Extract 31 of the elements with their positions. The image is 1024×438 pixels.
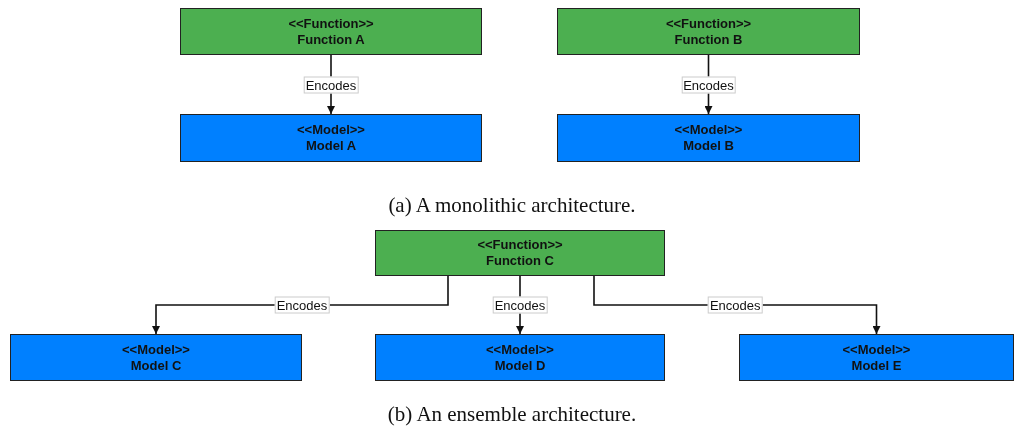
function-box xyxy=(180,8,482,55)
model-box xyxy=(739,334,1014,381)
stereotype-text: <<Model>> xyxy=(842,341,911,358)
function-box xyxy=(375,230,665,276)
edge-label: Encodes xyxy=(707,296,763,314)
name-text: Model D xyxy=(494,357,546,374)
function-box xyxy=(557,8,860,55)
stereotype-text: <<Model>> xyxy=(122,341,190,358)
name-text: Function A xyxy=(297,31,365,48)
stereotype-text: <<Model>> xyxy=(674,122,743,138)
edge-label: Encodes xyxy=(303,76,359,94)
stereotype-text: <<Model>> xyxy=(486,341,554,358)
model-box xyxy=(375,334,665,381)
name-text: Model E xyxy=(851,357,902,374)
stereotype-text: <<Model>> xyxy=(297,122,365,138)
model-box xyxy=(180,114,482,162)
stereotype-text: <<Function>> xyxy=(288,15,374,32)
name-text: Function C xyxy=(486,253,554,269)
stereotype-text: <<Function>> xyxy=(665,15,752,32)
model-box xyxy=(10,334,302,381)
stereotype-text: <<Function>> xyxy=(477,237,563,253)
model-box xyxy=(557,114,860,162)
name-text: Model C xyxy=(130,357,182,374)
edge-label: Encodes xyxy=(681,76,736,94)
name-text: Model B xyxy=(683,138,734,154)
caption: (a) A monolithic architecture. xyxy=(388,193,636,218)
name-text: Function B xyxy=(674,31,743,48)
caption: (b) An ensemble architecture. xyxy=(387,402,637,427)
name-text: Model A xyxy=(305,138,357,154)
edge-label: Encodes xyxy=(492,296,548,314)
edge-label: Encodes xyxy=(274,296,330,314)
